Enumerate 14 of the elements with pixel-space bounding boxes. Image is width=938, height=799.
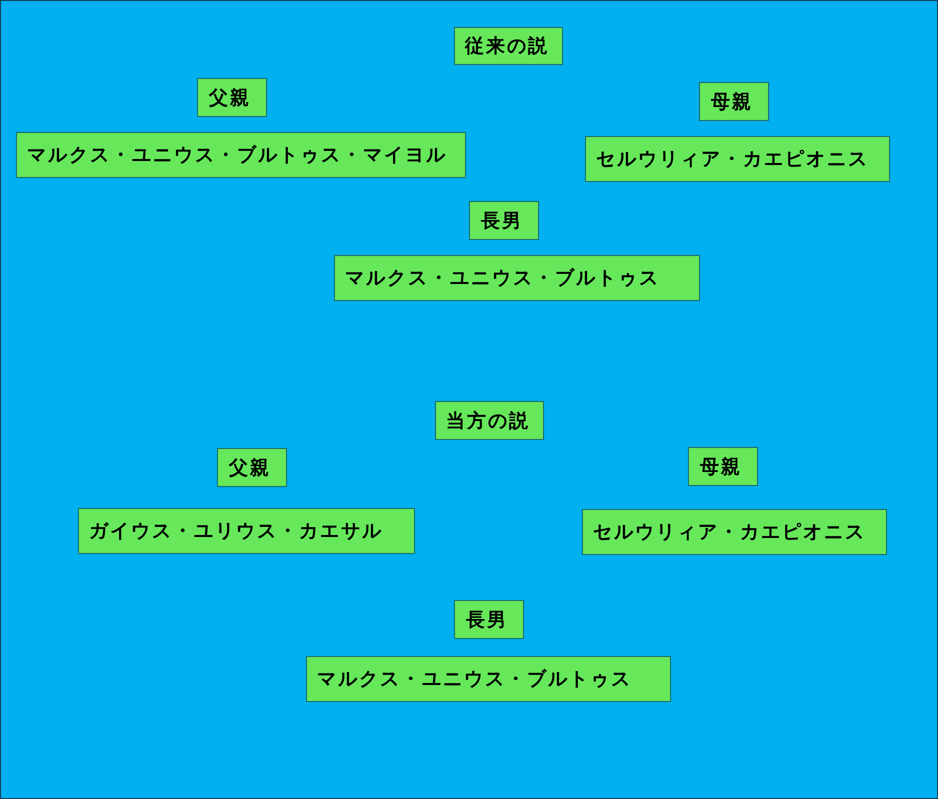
name-label: マルクス・ユニウス・ブルトゥス — [306, 656, 671, 702]
name-label: セルウリィア・カエピオニス — [582, 509, 887, 555]
name-label: マルクス・ユニウス・ブルトゥス・マイヨル — [16, 132, 466, 178]
name-label: ガイウス・ユリウス・カエサル — [78, 508, 415, 554]
heading-label: 当方の説 — [435, 401, 544, 440]
role-label: 父親 — [197, 78, 267, 117]
heading-label: 従来の説 — [454, 27, 563, 65]
role-label: 長男 — [469, 201, 539, 240]
role-label: 母親 — [688, 447, 758, 486]
name-label: マルクス・ユニウス・ブルトゥス — [334, 255, 700, 301]
role-label: 長男 — [454, 600, 524, 639]
role-label: 父親 — [217, 448, 287, 487]
name-label: セルウリィア・カエピオニス — [585, 136, 890, 182]
role-label: 母親 — [699, 82, 769, 121]
